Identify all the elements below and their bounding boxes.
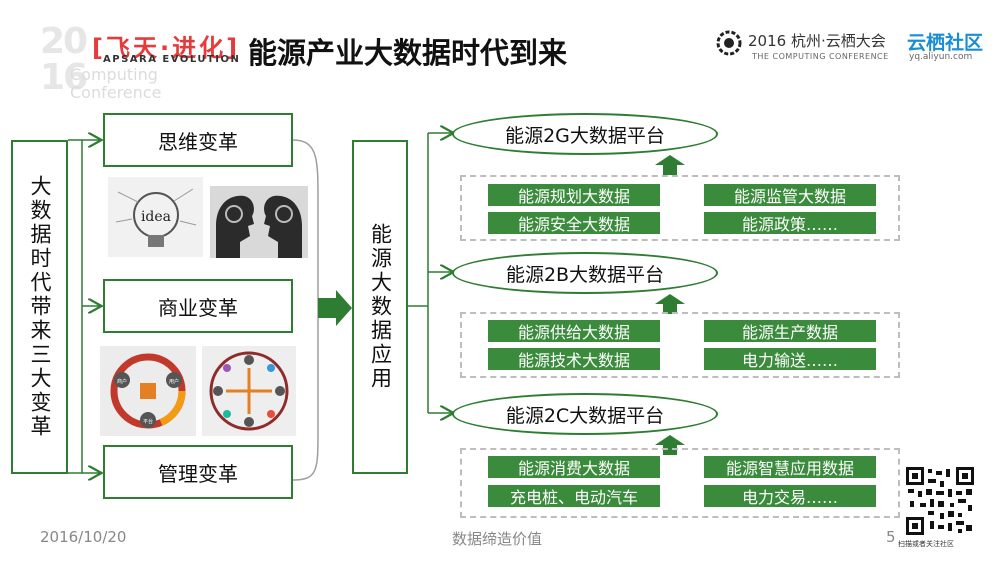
platform-2g-title: 能源2G大数据平台 <box>505 124 665 147</box>
logo-year-top: 20 <box>40 21 88 62</box>
business-revolution-box: 商业变革 <box>103 279 293 333</box>
management-revolution-box: 管理变革 <box>103 445 293 499</box>
era-label: 大数据时代带来三大变革 <box>28 175 52 439</box>
computing-conference-watermark: Computing Conference <box>70 66 161 102</box>
cycle-label-merchant: 商户 <box>117 378 127 385</box>
heads-gears-image <box>210 186 308 258</box>
qr-caption: 扫描或者关注社区 <box>898 540 954 548</box>
up-arrow-icon <box>655 294 685 314</box>
up-arrow-icon <box>655 155 685 175</box>
watermark-line-1: Computing <box>70 65 158 84</box>
platform-2c-item-trading: 电力交易…… <box>704 485 876 507</box>
platform-2g-item-supervision: 能源监管大数据 <box>704 184 876 206</box>
platform-2c-group <box>460 448 900 518</box>
management-compass-image <box>202 346 296 436</box>
page-title: 能源产业大数据时代到来 <box>248 36 568 70</box>
footer-slogan: 数据缔造价值 <box>452 530 543 548</box>
management-revolution-label: 管理变革 <box>158 461 238 486</box>
platform-2g-item-security: 能源安全大数据 <box>488 212 660 234</box>
era-label-box: 大数据时代带来三大变革 <box>11 140 68 474</box>
platform-2b-ellipse: 能源2B大数据平台 <box>452 252 718 294</box>
platform-2b-item-supply: 能源供给大数据 <box>488 320 660 342</box>
cycle-label-user: 用户 <box>169 378 179 385</box>
conference-logo-icon <box>716 30 742 56</box>
platform-2g-item-planning: 能源规划大数据 <box>488 184 660 206</box>
platform-2b-title: 能源2B大数据平台 <box>505 263 665 286</box>
conference-title: 2016 杭州·云栖大会 <box>748 32 886 50</box>
footer-date: 2016/10/20 <box>40 528 127 546</box>
thinking-revolution-box: 思维变革 <box>103 113 293 167</box>
platform-2g-group <box>460 175 900 241</box>
page-number: 5 <box>886 528 896 546</box>
energy-big-data-application-label: 能源大数据应用 <box>368 223 393 391</box>
business-cycle-image: 商户 用户 平台 <box>100 346 196 436</box>
apsara-evolution-text: APSARA EVOLUTION <box>103 54 241 65</box>
platform-2c-item-smart-application: 能源智慧应用数据 <box>704 456 876 478</box>
platform-2c-ellipse: 能源2C大数据平台 <box>452 393 718 435</box>
watermark-line-2: Conference <box>70 83 162 102</box>
conference-year-logo: 20 16 <box>40 24 100 96</box>
business-revolution-label: 商业变革 <box>158 295 238 320</box>
conference-subtitle: THE COMPUTING CONFERENCE <box>752 52 889 61</box>
platform-2c-title: 能源2C大数据平台 <box>505 404 665 427</box>
idea-lightbulb-image: idea <box>108 177 203 257</box>
feitian-evolution-logo: [飞天·进化] <box>92 34 241 62</box>
platform-2g-item-policy: 能源政策…… <box>704 212 876 234</box>
platform-2g-ellipse: 能源2G大数据平台 <box>452 113 718 155</box>
platform-2b-item-transmission: 电力输送…… <box>704 348 876 370</box>
platform-2c-item-charging: 充电桩、电动汽车 <box>488 485 660 507</box>
thinking-revolution-label: 思维变革 <box>158 129 238 154</box>
qr-code-icon <box>906 467 974 535</box>
platform-2b-item-production: 能源生产数据 <box>704 320 876 342</box>
platform-2b-item-technology: 能源技术大数据 <box>488 348 660 370</box>
cycle-label-platform: 平台 <box>143 418 153 425</box>
idea-image-word: idea <box>141 209 171 225</box>
logo-year-bottom: 16 <box>40 57 88 98</box>
yunqi-url: yq.aliyun.com <box>909 52 973 62</box>
yunqi-community-logo: 云栖社区 <box>907 32 984 54</box>
platform-2b-group <box>460 312 900 378</box>
platform-2c-item-consumption: 能源消费大数据 <box>488 456 660 478</box>
energy-big-data-application-box: 能源大数据应用 <box>352 140 408 474</box>
up-arrow-icon <box>655 435 685 455</box>
